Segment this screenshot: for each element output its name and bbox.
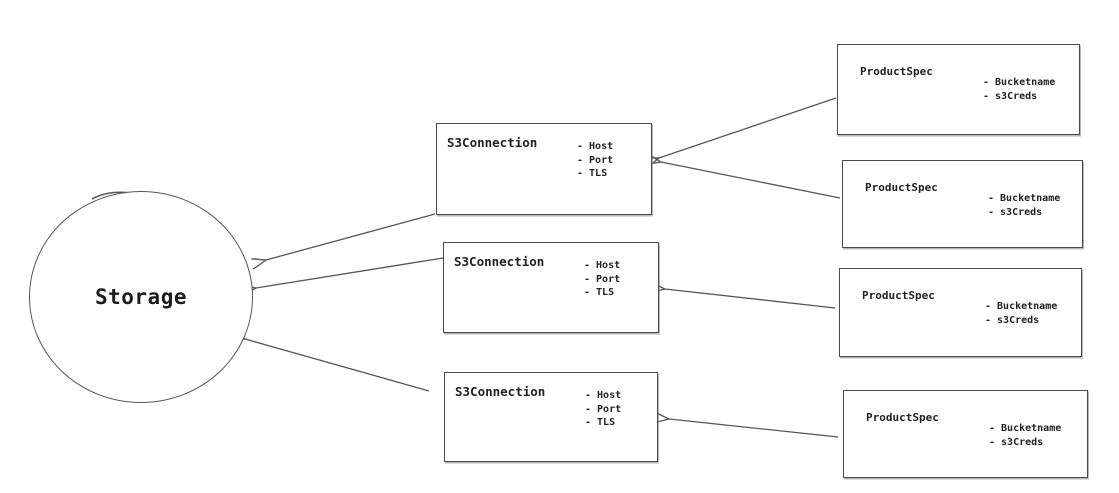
node-attribute: - s3Creds: [983, 91, 1038, 102]
node-attribute: - s3Creds: [988, 207, 1043, 218]
attribute-list: - Host - Port - TLS: [577, 140, 613, 181]
node-attribute: - TLS: [584, 287, 615, 298]
node-attribute: - Bucketname: [988, 193, 1061, 204]
edge-productspec-4-to-s3connection-3: [669, 419, 839, 438]
node-s3connection-1: S3Connection - Host - Port - TLS: [436, 123, 652, 215]
node-attribute: - Host: [577, 141, 614, 152]
node-attribute: - Port: [577, 154, 614, 166]
edge-productspec-3-to-s3connection-2: [665, 289, 836, 309]
node-title: ProductSpec: [860, 65, 933, 78]
node-storage: Storage: [29, 191, 253, 403]
node-attribute: - Bucketname: [989, 423, 1062, 434]
attribute-list: - Host - Port - TLS: [584, 259, 620, 300]
node-productspec-1: ProductSpec - Bucketname - s3Creds: [837, 44, 1080, 135]
node-attribute: - Port: [584, 273, 621, 285]
edge-s3connection-2-to-storage: [256, 257, 444, 288]
node-attribute: - TLS: [577, 168, 608, 179]
node-productspec-3: ProductSpec - Bucketname - s3Creds: [839, 268, 1082, 357]
attribute-list: - Bucketname - s3Creds: [985, 300, 1057, 328]
node-title: S3Connection: [447, 135, 538, 150]
edge-s3connection-3-to-storage: [245, 339, 430, 392]
node-productspec-4: ProductSpec - Bucketname - s3Creds: [843, 390, 1088, 478]
node-title: ProductSpec: [862, 289, 935, 302]
attribute-list: - Bucketname - s3Creds: [983, 76, 1055, 104]
node-attribute: - s3Creds: [985, 315, 1040, 326]
node-title: ProductSpec: [865, 181, 938, 194]
node-attribute: - Host: [584, 260, 621, 271]
node-s3connection-2: S3Connection - Host - Port - TLS: [443, 242, 659, 333]
node-attribute: - Host: [585, 390, 622, 401]
node-attribute: - Port: [585, 403, 622, 415]
attribute-list: - Bucketname - s3Creds: [988, 192, 1060, 220]
edge-productspec-2-to-s3connection-1: [661, 162, 841, 199]
edge-s3connection-1-to-storage: [266, 213, 436, 260]
node-title: S3Connection: [455, 384, 546, 399]
storage-label: Storage: [94, 285, 187, 309]
node-attribute: - Bucketname: [983, 77, 1056, 88]
node-attribute: - s3Creds: [989, 437, 1044, 448]
node-productspec-2: ProductSpec - Bucketname - s3Creds: [842, 160, 1083, 248]
node-title: ProductSpec: [866, 411, 939, 424]
attribute-list: - Bucketname - s3Creds: [989, 422, 1061, 450]
node-title: S3Connection: [454, 254, 545, 269]
attribute-list: - Host - Port - TLS: [585, 389, 621, 430]
node-attribute: - Bucketname: [985, 301, 1058, 312]
edge-productspec-1-to-s3connection-1: [659, 97, 837, 158]
node-s3connection-3: S3Connection - Host - Port - TLS: [444, 372, 658, 462]
node-attribute: - TLS: [585, 417, 616, 428]
